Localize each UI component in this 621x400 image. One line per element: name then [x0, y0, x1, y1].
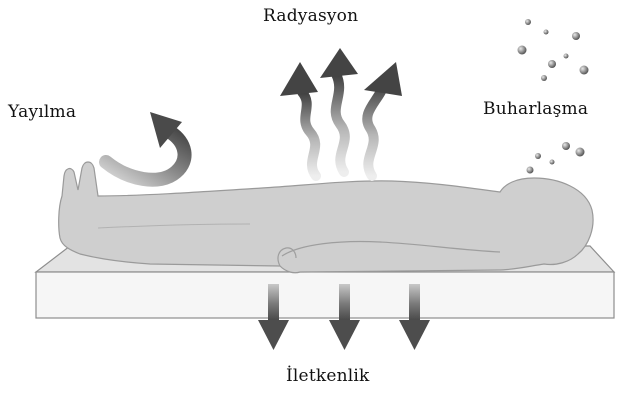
wavy-up-arrow-icon [320, 48, 358, 172]
radiation-label: Radyasyon [263, 6, 358, 26]
mattress-side [36, 272, 614, 318]
curved-arrow-icon [106, 112, 185, 180]
wavy-up-arrow-icon [364, 62, 402, 176]
radiation-arrows [280, 48, 402, 176]
convection-label: Yayılma [8, 102, 76, 122]
conduction-label: İletkenlik [286, 366, 370, 386]
droplet-dots-icon [518, 19, 589, 174]
evaporation-label: Buharlaşma [483, 99, 588, 119]
wavy-up-arrow-icon [280, 62, 318, 176]
